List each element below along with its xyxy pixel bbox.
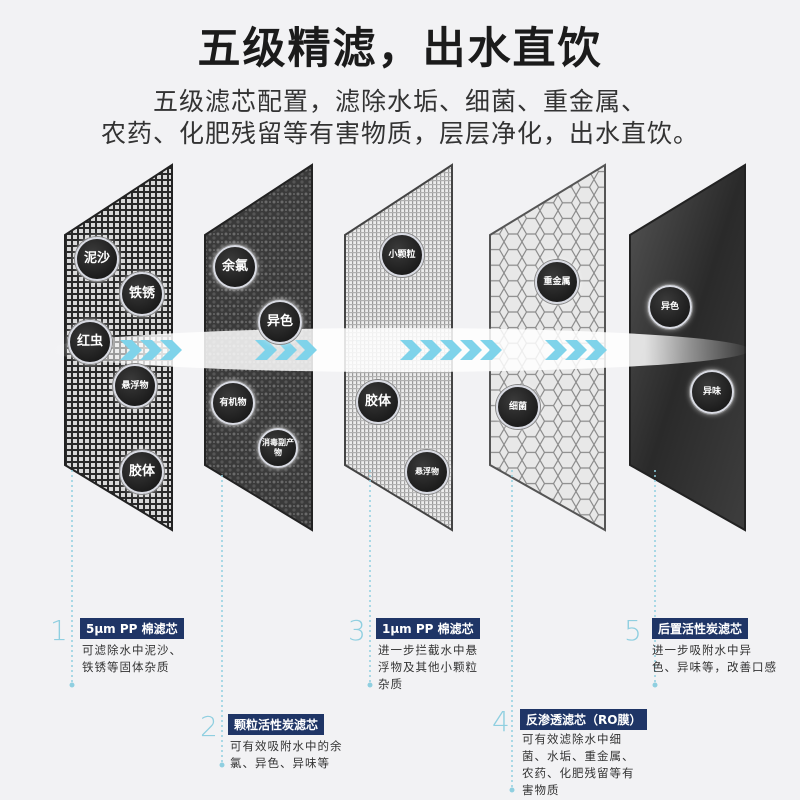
stage-label: 颗粒活性炭滤芯	[228, 714, 325, 735]
subtitle-line-2: 农药、化肥残留等有害物质，层层净化，出水直饮。	[100, 119, 699, 148]
stage-number: 5	[624, 614, 642, 647]
stage-number: 1	[50, 614, 68, 647]
contaminant-badge: 泥沙	[75, 237, 119, 281]
contaminant-badge: 余氯	[213, 245, 257, 289]
stage-label: 后置活性炭滤芯	[652, 618, 749, 639]
stage-description: 可有效吸附水中的余氯、异色、异味等	[230, 739, 343, 770]
contaminant-badge: 异色	[258, 300, 302, 344]
contaminant-badge: 重金属	[535, 260, 579, 304]
stage-label: 1μm PP 棉滤芯	[376, 618, 480, 639]
stage-label: 反渗透滤芯（RO膜）	[520, 709, 648, 730]
contaminant-badge: 小颗粒	[380, 233, 424, 277]
contaminant-badge: 悬浮物	[113, 364, 157, 408]
contaminant-badge: 红虫	[68, 320, 112, 364]
page-title: 五级精滤，出水直饮	[197, 24, 603, 74]
water-mist	[50, 328, 750, 372]
leader-lines	[71, 470, 656, 790]
stage-number: 4	[492, 705, 510, 738]
stage-label: 5μm PP 棉滤芯	[80, 618, 184, 639]
contaminant-badge: 悬浮物	[405, 450, 449, 494]
stage-description: 可有效滤除水中细菌、水垢、重金属、农药、化肥残留等有害物质	[522, 732, 635, 797]
stage-description: 进一步吸附水中异色、异味等，改善口感	[652, 643, 777, 674]
stage-description: 进一步拦截水中悬浮物及其他小颗粒杂质	[378, 643, 478, 691]
contaminant-badge: 胶体	[120, 450, 164, 494]
subtitle-line-1: 五级滤芯配置，滤除水垢、细菌、重金属、	[152, 87, 647, 116]
stage-number: 2	[200, 710, 218, 743]
leader-dots	[69, 682, 658, 793]
water-flow-arrows	[120, 340, 607, 360]
contaminant-badge: 有机物	[211, 381, 255, 425]
contaminant-badge: 细菌	[496, 385, 540, 429]
contaminant-badge: 铁锈	[120, 272, 164, 316]
stage-description: 可滤除水中泥沙、铁锈等固体杂质	[82, 643, 182, 674]
stage-number: 3	[348, 614, 366, 647]
contaminant-badge: 异味	[690, 370, 734, 414]
contaminant-badge: 胶体	[356, 380, 400, 424]
contaminant-badge: 消毒副产物	[258, 428, 298, 468]
contaminant-badge: 异色	[648, 285, 692, 329]
